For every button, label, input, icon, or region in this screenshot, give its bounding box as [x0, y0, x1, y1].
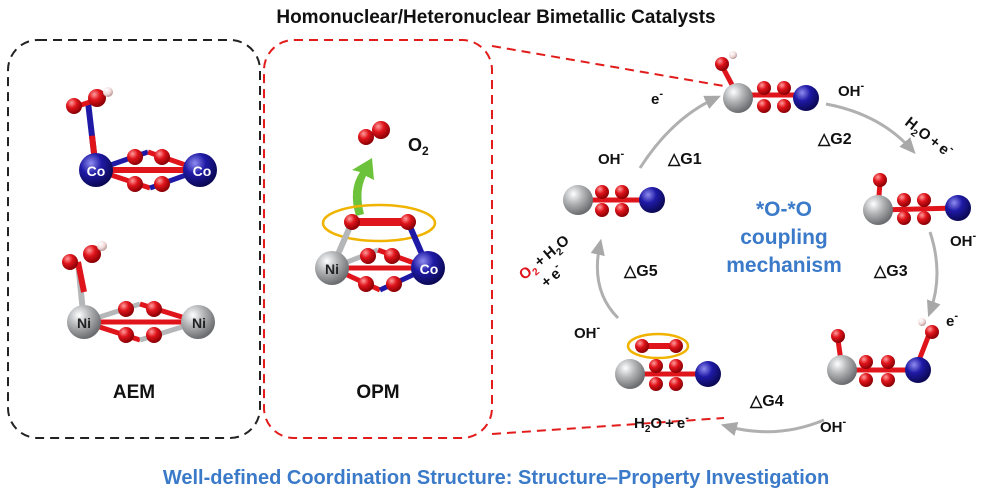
intermediate-o-ooh-right: [827, 318, 939, 387]
intermediate-o-right: [863, 173, 971, 225]
cycle-arrows: [590, 95, 941, 436]
water-electron-label-g2: H2O+e-: [900, 111, 958, 163]
hydroxide-label-g1: OH-: [598, 148, 625, 168]
electron-label-top: e-: [651, 88, 663, 108]
hydroxide-label-g4: OH-: [820, 416, 847, 436]
o-o-coupling-highlight: [321, 203, 437, 243]
hydroxide-label-g3: OH-: [950, 230, 977, 250]
opm-o2-molecule: [358, 121, 390, 145]
water-electron-label-g4: H2O+e-: [634, 412, 689, 435]
step-label-g4: △G4: [749, 393, 784, 410]
arrow-step-g3: [926, 231, 941, 318]
zoom-connector-top: [491, 45, 725, 87]
intermediate-oo-bottom: [615, 332, 721, 391]
opm-label: OPM: [356, 382, 399, 403]
step-label-g3: △G3: [873, 263, 908, 280]
electron-label-g3: e-: [946, 310, 958, 330]
hydroxide-label-g5: OH-: [574, 322, 601, 342]
arrow-step-g5: [590, 238, 620, 320]
arrow-step-g1: [638, 95, 721, 169]
atom-label-ni: Ni: [325, 261, 339, 277]
atom-label-co-left: Co: [87, 163, 106, 179]
hydroxide-label-g2: OH-: [838, 80, 865, 100]
aem-ni-ni-model: Ni Ni: [62, 241, 215, 343]
arrow-step-g4: [720, 418, 825, 436]
arrow-step-g2: [825, 102, 916, 155]
opm-o2-label: O2: [408, 135, 429, 158]
atom-label-co-right: Co: [193, 163, 212, 179]
step-label-g5: △G5: [623, 263, 658, 280]
atom-label-ni-left: Ni: [77, 315, 91, 331]
aem-co-co-model: Co Co: [66, 87, 217, 192]
footer-caption: Well-defined Coordination Structure: Str…: [163, 467, 829, 489]
center-label-line2: coupling: [740, 226, 828, 249]
zoom-connector-bottom: [491, 417, 725, 435]
aem-panel-frame: [7, 39, 261, 439]
release-arrow-icon: [352, 158, 374, 216]
opm-ni-co-model: Ni Co: [315, 203, 445, 293]
intermediate-o-left: [563, 185, 665, 217]
center-label-line1: *O-*O: [756, 198, 812, 221]
step-label-g1: △G1: [667, 151, 702, 168]
o2-water-electron-label-g5: O2+H2O +e-: [516, 232, 573, 291]
intermediate-ooh-top: [715, 51, 819, 113]
opm-panel-frame: [263, 39, 493, 439]
atom-label-ni-right: Ni: [192, 315, 206, 331]
center-label-line3: mechanism: [726, 254, 842, 277]
step-label-g2: △G2: [817, 131, 852, 148]
diagram-title: Homonuclear/Heteronuclear Bimetallic Cat…: [276, 7, 715, 28]
aem-label: AEM: [113, 382, 155, 403]
atom-label-co: Co: [420, 261, 439, 277]
